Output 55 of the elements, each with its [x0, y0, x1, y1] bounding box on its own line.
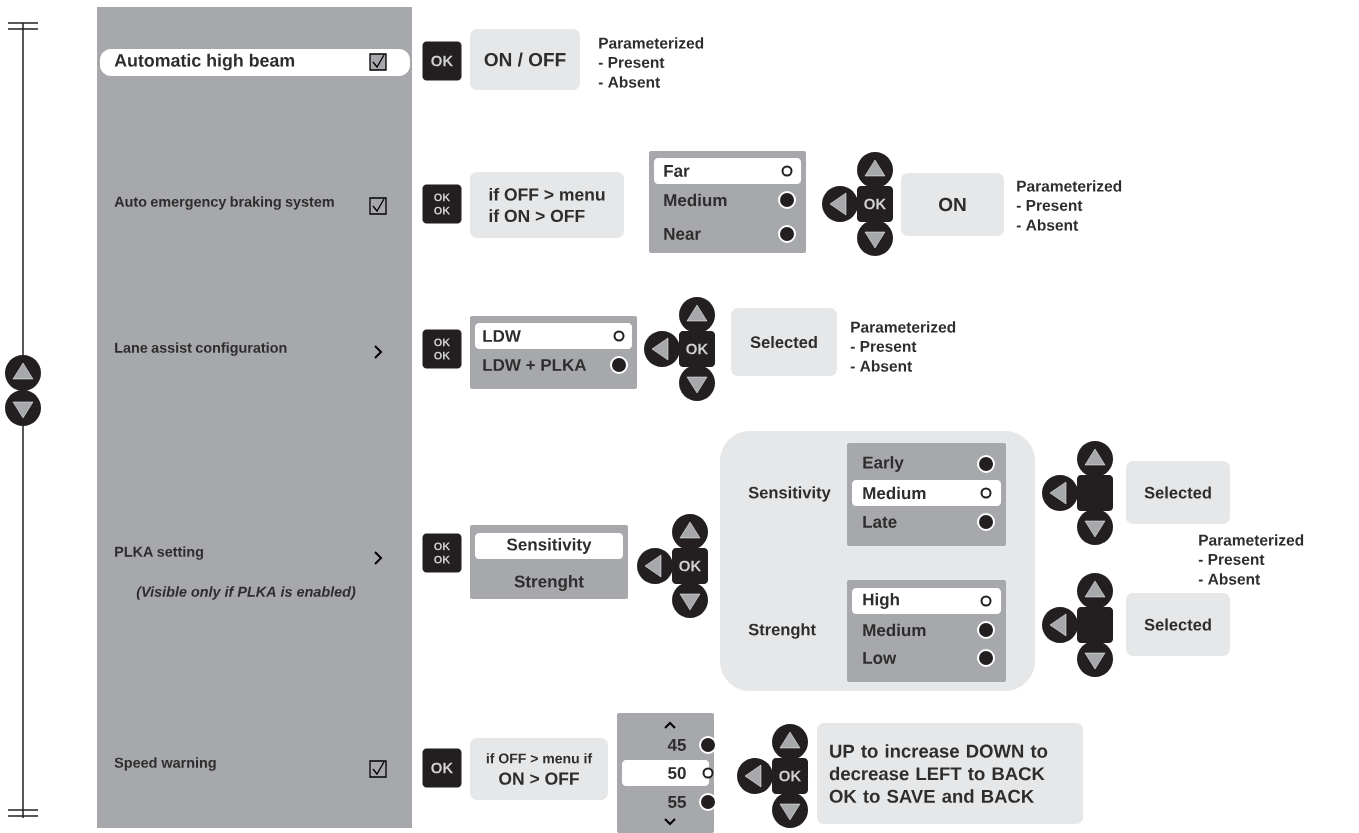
note-box: if OFF > menu if ON > OFF: [470, 172, 624, 238]
option-list: [470, 316, 637, 389]
ok-key: OK: [422, 748, 462, 788]
list-option: Medium: [863, 623, 926, 637]
list-option: High: [852, 588, 1001, 614]
parameter-note: Parameterized - Present - Absent: [598, 37, 704, 88]
list-option: 55: [668, 796, 686, 808]
node-label: OK: [679, 560, 702, 572]
node-label: OK: [864, 198, 887, 210]
list-option: LDW: [475, 323, 632, 349]
value-box: ON: [901, 173, 1004, 236]
list-option: 45: [667, 739, 686, 751]
ok-key: OK: [679, 331, 715, 367]
parameter-note: Parameterized - Present - Absent: [1198, 534, 1304, 585]
menu-item: Auto emergency braking system: [114, 196, 334, 210]
list-option: Sensitivity: [475, 533, 623, 559]
parameter-note: Parameterized - Present - Absent: [850, 321, 956, 372]
value-box: Selected: [1126, 593, 1230, 656]
center-key: [1077, 475, 1113, 511]
menu-item: Speed warning: [114, 757, 216, 771]
ok-key: OK: [672, 548, 708, 584]
list-option: LDW + PLKA: [483, 359, 587, 371]
parameter-note: Parameterized - Present - Absent: [1016, 180, 1122, 231]
list-option: 50: [622, 760, 709, 786]
list-option: Low: [863, 652, 897, 664]
list-option: Medium: [852, 480, 1001, 506]
node-label: Automatic high beam: [114, 53, 295, 71]
node-label: OK: [686, 343, 709, 355]
ok-key: OK OK: [422, 533, 462, 573]
node-label: OK: [779, 770, 802, 782]
option-list: [649, 151, 806, 253]
value-box: Selected: [1126, 461, 1230, 524]
ok-key: OK: [772, 758, 808, 794]
menu-panel: [97, 7, 412, 828]
menu-item: PLKA setting (Visible only if PLKA is enabled): [115, 546, 356, 600]
center-key: [1077, 607, 1113, 643]
option-list: [617, 713, 717, 833]
list-option: Strenght: [514, 575, 584, 591]
note-box: UP to increase DOWN to decrease LEFT to BACK OK to SAVE and BACK: [817, 723, 1083, 824]
ok-key: OK OK: [422, 329, 462, 369]
ok-key: OK OK: [422, 184, 462, 224]
list-option: Near: [664, 228, 701, 240]
list-option: Late: [863, 516, 897, 528]
option-list: [847, 580, 1006, 682]
list-option: Early: [863, 456, 904, 472]
value-box: Selected: [731, 308, 837, 376]
menu-item: Lane assist configuration: [115, 342, 287, 356]
ok-key: OK: [857, 186, 893, 222]
ok-key: OK: [422, 41, 462, 81]
option-list: [847, 443, 1006, 546]
list-option: Medium: [664, 193, 727, 207]
list-option: Far: [654, 158, 801, 184]
value-box: ON / OFF: [470, 29, 580, 90]
option-list: [470, 525, 628, 599]
note-box: if OFF > menu if ON > OFF: [470, 738, 608, 800]
